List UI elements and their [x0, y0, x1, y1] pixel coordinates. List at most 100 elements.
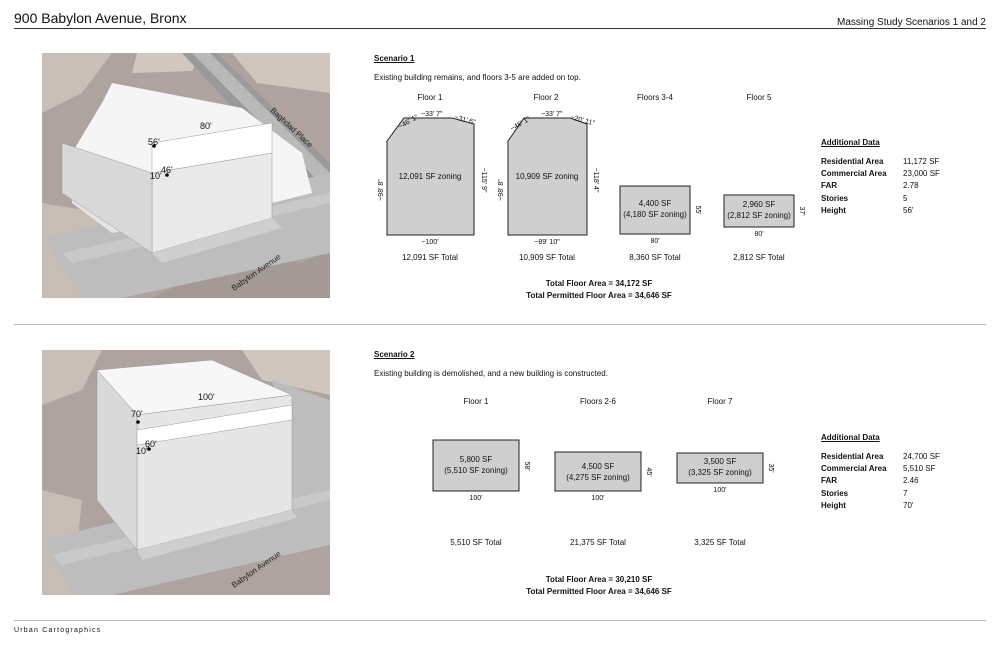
- massing-dim-base: 46': [161, 165, 173, 175]
- total-permitted-area: Total Permitted Floor Area = 34,646 SF: [526, 587, 672, 596]
- data-value: 2.78: [903, 181, 919, 191]
- scenario1-description: Existing building remains, and floors 3-…: [374, 73, 581, 82]
- data-value: 23,000 SF: [903, 168, 940, 178]
- dim-label: 100': [713, 487, 726, 494]
- dim-label: ~115' 9": [480, 168, 487, 193]
- dim-label: 35': [767, 463, 774, 472]
- dim-label: ~33' 7": [541, 111, 563, 118]
- additional-data-title: Additional Data: [821, 138, 880, 147]
- dim-label: 80': [650, 238, 659, 245]
- floor-area: 4,500 SF: [582, 462, 615, 471]
- total-floor-area: Total Floor Area = 34,172 SF: [545, 279, 653, 288]
- data-value: 11,172 SF: [903, 156, 940, 166]
- neighbor-lot: [132, 53, 202, 73]
- data-label: Residential Area: [821, 451, 884, 461]
- floor-area: 3,500 SF: [704, 457, 737, 466]
- scenario1-totals: Total Floor Area = 34,172 SF Total Permi…: [499, 278, 699, 302]
- neighbor-lot: [42, 350, 102, 405]
- header-rule: [14, 28, 986, 29]
- floor-area: 10,909 SF zoning: [516, 172, 579, 181]
- floor-total: 8,360 SF Total: [629, 253, 681, 262]
- data-label: Commercial Area: [821, 168, 887, 178]
- data-value: 5,510 SF: [903, 463, 936, 473]
- massing-dim-setback: 10': [136, 446, 148, 456]
- dim-label: ~33' 7": [421, 111, 443, 118]
- dim-label: ~100': [421, 239, 438, 246]
- data-label: FAR: [821, 181, 837, 191]
- dim-label: 100': [469, 495, 482, 502]
- floor-total: 21,375 SF Total: [570, 538, 626, 547]
- building-ledge: [137, 510, 297, 560]
- floor-label: Floors 3-4: [637, 93, 674, 102]
- data-value: 70': [903, 500, 914, 510]
- data-value: 56': [903, 205, 914, 215]
- data-label: Stories: [821, 193, 849, 203]
- floor-zoning: (3,325 SF zoning): [688, 468, 752, 477]
- neighbor-lot: [232, 53, 330, 93]
- scenario2-description: Existing building is demolished, and a n…: [374, 369, 608, 378]
- dim-label: 58': [523, 461, 530, 470]
- data-label: FAR: [821, 476, 837, 486]
- massing-dim-height: 56': [148, 137, 160, 147]
- scenario2-massing-render: 100' 70' 60' 10' Babylon Avenue: [42, 350, 330, 595]
- data-label: Height: [821, 205, 846, 215]
- floor-label: Floors 2-6: [580, 397, 617, 406]
- massing-dim-width: 100': [198, 392, 215, 402]
- data-label: Stories: [821, 488, 849, 498]
- massing-dim-width: 80': [200, 121, 212, 131]
- floor5-plan: [723, 194, 795, 228]
- floor-area: 4,400 SF: [639, 199, 672, 208]
- dim-label: 37': [798, 206, 805, 215]
- data-value: 5: [903, 193, 908, 203]
- massing-dim-setback: 10': [150, 171, 162, 181]
- massing-dim-height: 70': [131, 409, 143, 419]
- floor-area: 5,800 SF: [460, 455, 493, 464]
- data-value: 2.46: [903, 476, 919, 486]
- neighbor-lot: [242, 350, 330, 395]
- dim-label: ~98' 8": [498, 179, 505, 201]
- building-ledge: [152, 218, 282, 263]
- floor-label: Floor 1: [418, 93, 443, 102]
- footer-credit: Urban Cartographics: [14, 627, 102, 634]
- scenario2-title: Scenario 2: [374, 350, 415, 359]
- s2-floor7-plan: [676, 452, 764, 484]
- scenario1-massing-render: 80' 56' 46' 10' Baghdad Place Babylon Av…: [42, 53, 330, 298]
- page-title: 900 Babylon Avenue, Bronx: [14, 10, 187, 26]
- page-subtitle: Massing Study Scenarios 1 and 2: [837, 17, 986, 28]
- floor-label: Floor 2: [534, 93, 559, 102]
- scenario1-additional-data: Additional Data Residential Area 11,172 S…: [821, 138, 940, 216]
- data-value: 7: [903, 488, 908, 498]
- height-marker: [152, 144, 156, 148]
- s2-floors2-6-plan: [554, 451, 642, 492]
- floor-total: 10,909 SF Total: [519, 253, 575, 262]
- floor-zoning: (5,510 SF zoning): [444, 466, 508, 475]
- floor-total: 3,325 SF Total: [694, 538, 746, 547]
- setback-band: [136, 404, 293, 446]
- floor-zoning: (4,275 SF zoning): [566, 473, 630, 482]
- floor-label: Floor 1: [464, 397, 489, 406]
- total-permitted-area: Total Permitted Floor Area = 34,646 SF: [526, 291, 672, 300]
- floor-total: 2,812 SF Total: [733, 253, 785, 262]
- dim-label: 100': [591, 495, 604, 502]
- data-label: Commercial Area: [821, 463, 887, 473]
- floor2-plan: [507, 117, 588, 236]
- dim-label: 80': [754, 231, 763, 238]
- floor-total: 5,510 SF Total: [450, 538, 502, 547]
- scenario1-title: Scenario 1: [374, 54, 415, 63]
- dim-label: 45': [645, 467, 652, 476]
- footer-rule: [14, 620, 986, 621]
- total-floor-area: Total Floor Area = 30,210 SF: [545, 575, 653, 584]
- floor1-plan: [386, 117, 475, 236]
- height-marker: [165, 173, 169, 177]
- floor-label: Floor 5: [747, 93, 772, 102]
- floor-label: Floor 7: [708, 397, 733, 406]
- s2-floor1-plan: [432, 439, 520, 492]
- data-label: Height: [821, 500, 846, 510]
- floor-total: 12,091 SF Total: [402, 253, 458, 262]
- scenario2-totals: Total Floor Area = 30,210 SF Total Permi…: [499, 574, 699, 598]
- floor-zoning: (4,180 SF zoning): [623, 210, 687, 219]
- data-label: Residential Area: [821, 156, 884, 166]
- dim-label: ~89' 10": [534, 239, 560, 246]
